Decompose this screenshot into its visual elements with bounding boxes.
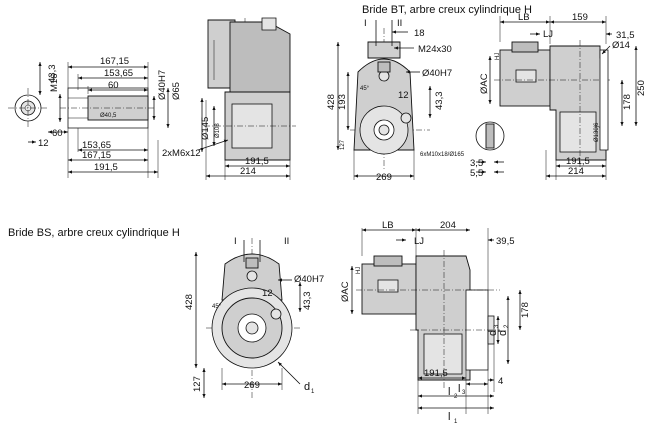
label-II-bt: II — [397, 18, 402, 29]
motor-view-bt: LB 159 LJ 31,5 Ø14 HJ ØAC 178 250 Ø130j6… — [479, 12, 647, 180]
dim-l3-sub: 3 — [462, 390, 466, 396]
dim-d40-5: Ø40,5 — [100, 113, 117, 119]
dim-hj-bt: HJ — [495, 53, 501, 60]
dim-39-5: 39,5 — [496, 236, 515, 247]
label-II-bs: II — [284, 236, 289, 247]
dim-31-5: 31,5 — [616, 30, 635, 41]
dim-214-motor-bt: 214 — [568, 166, 584, 177]
dim-d108: Ø108 — [215, 123, 221, 138]
dim-d2-sub: 2 — [504, 324, 510, 328]
dim-ac-bs: ØAC — [340, 281, 351, 302]
dim-l1: l — [448, 411, 450, 423]
dim-5-5: 5,5 — [470, 168, 483, 179]
dim-428-bs: 428 — [184, 294, 195, 310]
dim-167-top: 167,15 — [100, 56, 129, 67]
label-I-bt: I — [364, 18, 367, 29]
dim-167-bottom: 167,15 — [82, 150, 111, 161]
dim-lj-bs: LJ — [414, 236, 424, 247]
dim-43-3: 43,3 — [47, 65, 58, 84]
front-view-bs: I II Ø40H7 12 45° 428 127 43,3 269 d 1 — [184, 236, 324, 400]
dim-60-top: 60 — [108, 80, 119, 91]
dim-45-bt: 45° — [360, 86, 370, 92]
dim-191-motor-bt: 191,5 — [566, 156, 590, 167]
title-bride-bs: Bride BS, arbre creux cylindrique H — [8, 227, 180, 239]
dim-d3-sub: 3 — [494, 324, 500, 328]
dim-153-top: 153,65 — [104, 68, 133, 79]
dim-60: 60 — [52, 128, 63, 139]
dim-214-side: 214 — [240, 166, 256, 177]
dim-43-3-bs: 43,3 — [302, 292, 313, 311]
dim-191-bs: 191,5 — [424, 368, 448, 379]
dim-193: 193 — [337, 94, 348, 110]
dim-12-bs: 12 — [262, 288, 273, 299]
dim-12-bt: 12 — [398, 90, 409, 101]
hollow-shaft-view: 167,15 153,65 60 M16 43,3 Ø40H7 Ø65 Ø40,… — [8, 56, 182, 178]
dim-d14: Ø14 — [612, 40, 630, 51]
dim-3-5: 3,5 — [470, 158, 483, 169]
dim-12: 12 — [38, 138, 49, 149]
motor-view-bs: LB 204 LJ 39,5 HJ ØAC d 3 d 2 178 191,5 … — [340, 220, 531, 425]
dim-191-bottom: 191,5 — [94, 162, 118, 173]
dim-d40h7: Ø40H7 — [157, 70, 168, 100]
dim-d40h7-bt: Ø40H7 — [422, 68, 452, 79]
dim-18: 18 — [414, 28, 425, 39]
dim-178-bs: 178 — [520, 302, 531, 318]
dim-l1-sub: 1 — [454, 419, 458, 425]
dim-d2: d — [497, 330, 509, 336]
dim-screws-2xm6: 2xM6x12 — [162, 148, 201, 159]
dim-159: 159 — [572, 12, 588, 23]
dim-127-bs: 127 — [192, 376, 203, 392]
dim-178-bt: 178 — [622, 94, 633, 110]
dim-45-bs: 45° — [212, 304, 222, 310]
dim-lb-bt: LB — [518, 12, 530, 23]
dim-4: 4 — [498, 376, 503, 387]
dim-m24x30: M24x30 — [418, 44, 452, 55]
dim-204: 204 — [440, 220, 456, 231]
dim-d1: d — [304, 381, 310, 393]
dim-d130j6: Ø130j6 — [594, 122, 600, 142]
dim-269-bs: 269 — [244, 380, 260, 391]
dim-d3: d — [487, 330, 499, 336]
dim-lj-bt: LJ — [543, 29, 553, 40]
dim-hj-bs: HJ — [356, 267, 362, 274]
dim-l2: l — [448, 386, 450, 398]
dim-l2-sub: 2 — [454, 394, 458, 400]
dim-269-bt: 269 — [376, 172, 392, 183]
dim-bolts-bt: 6xM10x18/Ø165 — [420, 152, 465, 158]
dim-l3: l — [458, 383, 460, 395]
dim-lb-bs: LB — [382, 220, 394, 231]
dim-m16: M16 — [49, 74, 60, 92]
front-view-bt: I II 18 M24x30 Ø40H7 12 428 193 127 43,3… — [326, 18, 505, 183]
dim-d65: Ø65 — [171, 82, 182, 100]
gearbox-side-view-top: Ø145 Ø108 2xM6x12 191,5 214 — [162, 17, 296, 180]
dim-43-3-bt: 43,3 — [434, 92, 445, 111]
dim-ac-bt: ØAC — [479, 73, 490, 94]
dim-153-bottom: 153,65 — [82, 140, 111, 151]
dim-d40h7-bs: Ø40H7 — [294, 274, 324, 285]
dim-d1-sub: 1 — [311, 389, 315, 395]
dim-d145: Ø145 — [200, 117, 211, 140]
dim-191-side: 191,5 — [245, 156, 269, 167]
dim-428-bt: 428 — [326, 94, 337, 110]
dim-250: 250 — [636, 80, 647, 96]
title-bride-bt: Bride BT, arbre creux cylindrique H — [362, 4, 532, 16]
label-I-bs: I — [234, 236, 237, 247]
dim-127-bt: 127 — [340, 139, 346, 150]
